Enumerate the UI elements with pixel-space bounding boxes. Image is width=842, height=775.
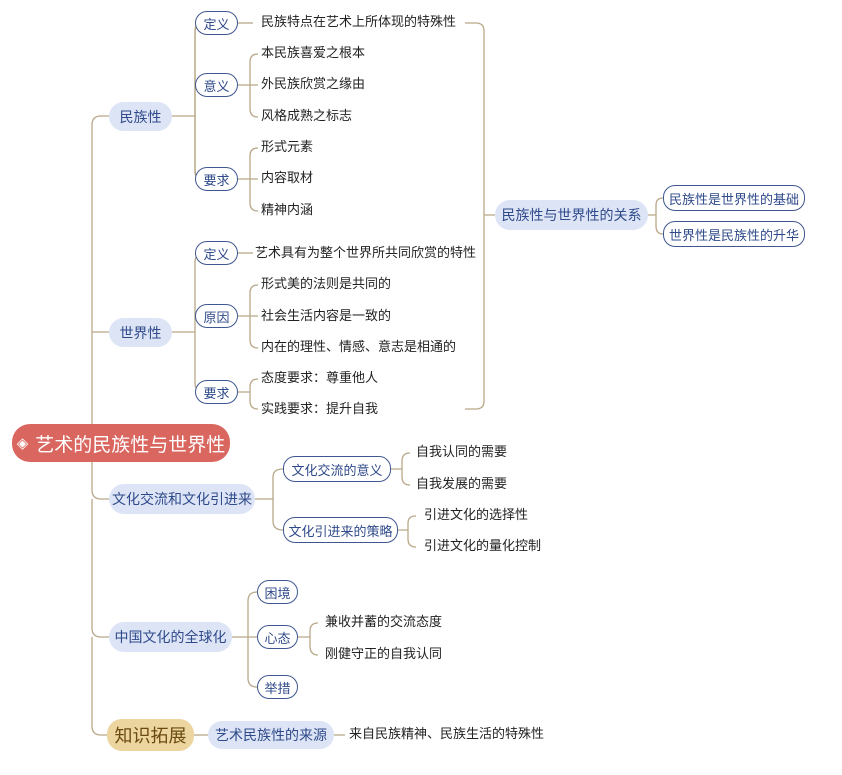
- connector-exchange-meaning-items: [391, 452, 411, 486]
- connector-global-mentality-items: [298, 622, 319, 656]
- connector-root-stem: [91, 115, 109, 425]
- global-measures-node[interactable]: 举措: [257, 675, 298, 699]
- extension-source-node[interactable]: 艺术民族性的来源: [208, 721, 334, 749]
- connector-root-extension: [91, 637, 107, 736]
- minzu-requirement-item-2: 内容取材: [261, 171, 314, 186]
- connector-exchange-strategy-items: [398, 515, 417, 548]
- minzu-requirement-item-3: 精神内涵: [261, 203, 314, 218]
- connector-relation-items: [648, 197, 664, 235]
- branch-extension[interactable]: 知识拓展: [107, 719, 194, 751]
- global-dilemma-node[interactable]: 困境: [257, 580, 298, 604]
- exchange-strategy-item-2: 引进文化的量化控制: [424, 539, 542, 554]
- shijie-definition-node[interactable]: 定义: [195, 241, 238, 265]
- connector-minzu-bracket: [172, 21, 205, 180]
- minzu-requirement-node[interactable]: 要求: [195, 167, 238, 191]
- root-title: 艺术的民族性与世界性: [35, 433, 226, 456]
- connector-shijie-reason-bracket: [238, 284, 259, 349]
- shijie-definition-text: 艺术具有为整个世界所共同欣赏的特性: [255, 246, 477, 261]
- branch-minzuxing[interactable]: 民族性: [109, 102, 172, 131]
- shijie-reason-item-2: 社会生活内容是一致的: [261, 309, 392, 324]
- shijie-requirement-item-1: 态度要求：尊重他人: [261, 371, 379, 386]
- connector-minzu-def: [194, 22, 206, 116]
- shijie-reason-node[interactable]: 原因: [195, 304, 238, 328]
- branch-shijiexing[interactable]: 世界性: [109, 318, 172, 347]
- relation-item-2[interactable]: 世界性是民族性的升华: [663, 221, 805, 247]
- branch-exchange[interactable]: 文化交流和文化引进来: [109, 484, 255, 514]
- connector-minzu-req-bracket: [238, 147, 259, 212]
- shijie-reason-item-3: 内在的理性、情感、意志是相通的: [261, 340, 457, 355]
- connector-global: [232, 591, 258, 688]
- branch-globalization[interactable]: 中国文化的全球化: [109, 622, 232, 652]
- exchange-meaning-item-2: 自我发展的需要: [416, 477, 508, 492]
- exchange-meaning-item-1: 自我认同的需要: [416, 445, 508, 460]
- diamond-icon: ◈: [16, 434, 29, 452]
- connector-shijie-req-bracket: [238, 378, 259, 410]
- connector-relation-bracket: [465, 22, 495, 410]
- shijie-requirement-item-2: 实践要求：提升自我: [261, 402, 379, 417]
- shijie-reason-item-1: 形式美的法则是共同的: [261, 277, 392, 292]
- minzu-requirement-item-1: 形式元素: [261, 140, 314, 155]
- connector-exchange: [255, 468, 284, 531]
- minzu-definition-text: 民族特点在艺术上所体现的特殊性: [261, 15, 457, 30]
- minzu-meaning-item-3: 风格成熟之标志: [261, 109, 353, 124]
- exchange-strategy-item-1: 引进文化的选择性: [424, 508, 529, 523]
- shijie-requirement-node[interactable]: 要求: [195, 380, 238, 404]
- root-node[interactable]: ◈ 艺术的民族性与世界性: [12, 424, 230, 462]
- minzu-meaning-item-1: 本民族喜爱之根本: [261, 46, 366, 61]
- exchange-strategy-node[interactable]: 文化引进来的策略: [283, 517, 398, 543]
- relation-item-1[interactable]: 民族性是世界性的基础: [663, 185, 805, 211]
- connector-minzu-meaning-bracket: [238, 53, 259, 118]
- minzu-meaning-node[interactable]: 意义: [195, 73, 238, 97]
- minzu-meaning-item-2: 外民族欣赏之缘由: [261, 77, 366, 92]
- exchange-meaning-node[interactable]: 文化交流的意义: [283, 456, 391, 482]
- minzu-definition-node[interactable]: 定义: [195, 11, 238, 35]
- global-mentality-item-2: 刚健守正的自我认同: [325, 647, 443, 662]
- connector-root-global: [91, 499, 109, 638]
- connector-root-exchange: [91, 458, 109, 500]
- global-mentality-item-1: 兼收并蓄的交流态度: [325, 615, 443, 630]
- extension-source-text: 来自民族精神、民族生活的特殊性: [349, 727, 545, 742]
- branch-relation[interactable]: 民族性与世界性的关系: [495, 200, 648, 230]
- global-mentality-node[interactable]: 心态: [257, 625, 298, 649]
